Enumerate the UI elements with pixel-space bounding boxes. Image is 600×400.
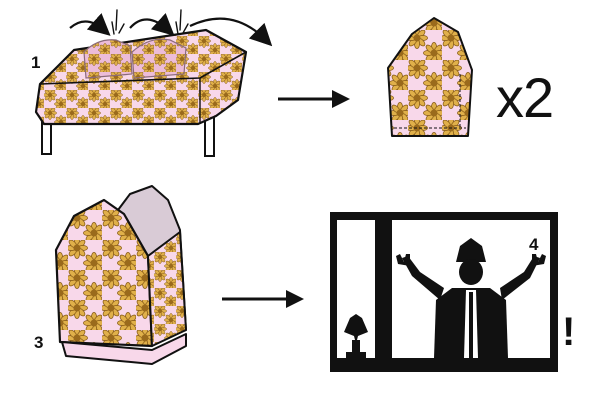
mitre-band: [61, 333, 187, 365]
arrow-to-window: [222, 290, 304, 308]
window-frame: [330, 212, 558, 372]
figure-stole-line: [469, 292, 473, 358]
eagle-lectern: [344, 314, 368, 358]
fabric-piece-right: [131, 38, 187, 79]
cut-spark-left: [103, 9, 125, 35]
assembled-mitre-icon: [54, 185, 187, 365]
cut-spark-right: [167, 9, 189, 35]
window-silhouette-icon: [330, 212, 558, 372]
cut-arrow-2: [129, 12, 175, 36]
mitre-side-panel: [147, 231, 187, 347]
step-label-3: 3: [34, 333, 44, 352]
exclamation-mark: !: [562, 310, 576, 354]
mitre-pattern-icon: [387, 17, 473, 137]
pattern-piece: [387, 17, 473, 137]
arrow-to-pattern: [278, 90, 350, 108]
cut-arrow-1: [69, 13, 111, 36]
multiplier-label: x2: [496, 66, 554, 129]
step-label-1: 1: [31, 53, 41, 72]
table-with-fabric-icon: [34, 9, 273, 157]
cut-arrow-3: [189, 17, 273, 47]
fabric-piece-left: [83, 39, 133, 79]
step-label-4: 4: [529, 235, 539, 254]
